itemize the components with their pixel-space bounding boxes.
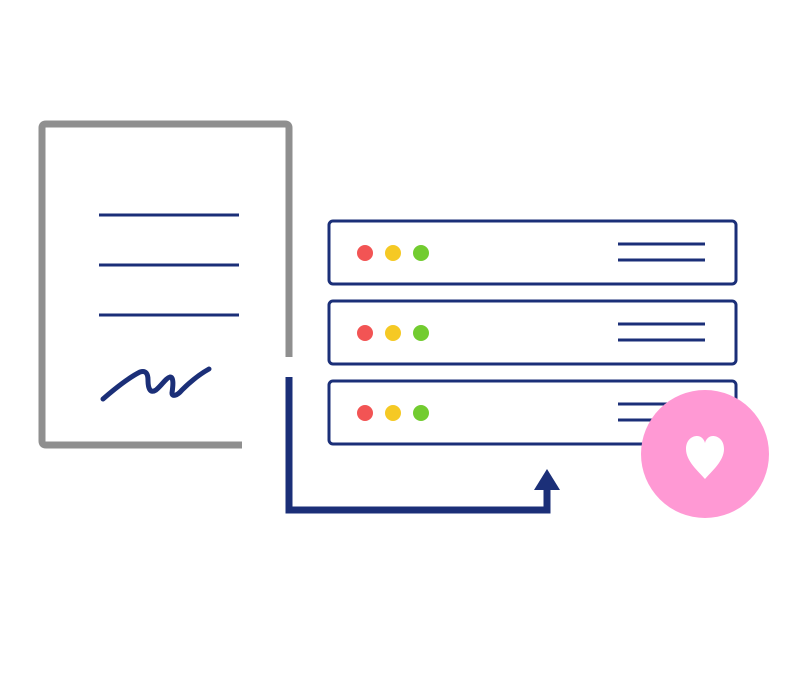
server-unit: [327, 299, 738, 366]
status-light-green: [413, 245, 429, 261]
server-unit: [327, 219, 738, 286]
status-light-yellow: [385, 245, 401, 261]
upload-arrow-icon: [285, 377, 560, 514]
document-outline: [38, 120, 293, 449]
status-light-red: [357, 245, 373, 261]
status-light-red: [357, 405, 373, 421]
arrow-head: [534, 469, 560, 490]
server-outline: [327, 219, 738, 286]
status-light-yellow: [385, 325, 401, 341]
arrow-path: [285, 377, 551, 514]
status-light-red: [357, 325, 373, 341]
server-stack-icon: [327, 219, 738, 446]
status-light-green: [413, 325, 429, 341]
status-light-yellow: [385, 405, 401, 421]
server-outline: [327, 299, 738, 366]
document-icon: [38, 120, 293, 449]
heart-icon: [686, 436, 724, 479]
heart-badge: [641, 390, 769, 518]
status-light-green: [413, 405, 429, 421]
signature-icon: [100, 366, 212, 402]
